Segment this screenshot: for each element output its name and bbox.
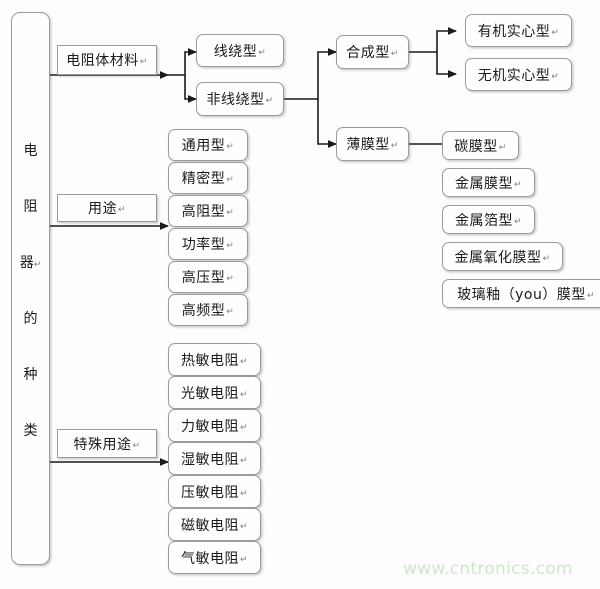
node-thermistor-label: 热敏电阻 (180, 352, 239, 369)
node-gas-sensitive-resistor-label: 气敏电阻 (180, 550, 239, 567)
node-metal-film-type-mark: ↵ (513, 179, 523, 190)
node-high-resistance-type-mark: ↵ (226, 208, 235, 218)
node-film-type-mark: ↵ (390, 141, 399, 151)
root-char-5: 类 (23, 422, 38, 439)
node-wound-type[interactable]: 线绕型↵ (196, 34, 284, 67)
node-non-wound-type[interactable]: 非线绕型↵ (196, 82, 284, 116)
node-varistor-mark: ↵ (239, 488, 249, 499)
node-high-frequency-type-label: 高频型 (181, 303, 226, 319)
node-synthetic-type-label: 合成型 (346, 45, 390, 61)
criterion-material-mark: ↵ (139, 57, 148, 67)
root-char-1: 阻 (23, 198, 38, 215)
node-magneto-resistor-label: 磁敏电阻 (180, 517, 239, 534)
node-glass-glaze-film-type[interactable]: 玻璃釉（you）膜型↵ (442, 279, 600, 308)
criterion-special-usage[interactable]: 特殊用途↵ (57, 429, 157, 458)
node-metal-foil-type[interactable]: 金属箔型↵ (442, 205, 535, 234)
node-power-type-label: 功率型 (181, 237, 226, 253)
node-varistor[interactable]: 压敏电阻↵ (168, 475, 261, 508)
node-metal-film-type[interactable]: 金属膜型↵ (442, 168, 535, 197)
node-synthetic-type[interactable]: 合成型↵ (336, 35, 409, 69)
node-humidity-sensitive-resistor[interactable]: 湿敏电阻↵ (168, 442, 261, 475)
root-char-3: 的 (23, 310, 38, 327)
node-metal-film-type-label: 金属膜型 (454, 175, 513, 192)
node-wound-type-label: 线绕型 (213, 43, 258, 60)
root-node-resistor-types[interactable]: 电 阻 器↵ 的 种 类 (11, 12, 50, 565)
node-film-type[interactable]: 薄膜型↵ (336, 127, 409, 161)
criterion-special-usage-label: 特殊用途 (73, 436, 132, 453)
node-glass-glaze-film-type-mark: ↵ (586, 290, 595, 301)
node-glass-glaze-film-type-label: 玻璃釉（you）膜型 (457, 286, 586, 303)
node-high-voltage-type-label: 高压型 (181, 270, 226, 286)
node-high-voltage-type[interactable]: 高压型↵ (168, 261, 248, 293)
node-inorganic-solid-type-label: 无机实心型 (477, 67, 551, 84)
node-high-frequency-type-mark: ↵ (226, 307, 235, 317)
criterion-usage-label: 用途 (87, 201, 117, 217)
node-varistor-label: 压敏电阻 (180, 484, 239, 501)
node-non-wound-type-mark: ↵ (265, 96, 274, 106)
node-high-resistance-type[interactable]: 高阻型↵ (168, 195, 248, 227)
node-film-type-label: 薄膜型 (346, 137, 390, 153)
node-photoresistor-label: 光敏电阻 (180, 385, 239, 402)
node-power-type-mark: ↵ (226, 241, 235, 251)
node-organic-solid-type-mark: ↵ (551, 27, 560, 38)
criterion-material-label: 电阻体材料 (66, 53, 139, 69)
node-organic-solid-type[interactable]: 有机实心型↵ (465, 14, 572, 47)
node-high-resistance-type-label: 高阻型 (181, 204, 226, 220)
node-metal-oxide-film-type[interactable]: 金属氧化膜型↵ (442, 242, 563, 271)
node-synthetic-type-mark: ↵ (390, 49, 399, 59)
root-char-2: 器↵ (19, 254, 42, 271)
node-photoresistor[interactable]: 光敏电阻↵ (168, 376, 261, 409)
node-precision-type[interactable]: 精密型↵ (168, 162, 248, 194)
watermark-text: www.cntronics.com (403, 559, 573, 579)
node-metal-foil-type-label: 金属箔型 (454, 212, 513, 229)
node-carbon-film-type-mark: ↵ (498, 142, 507, 153)
node-metal-oxide-film-type-label: 金属氧化膜型 (454, 249, 542, 266)
node-inorganic-solid-type[interactable]: 无机实心型↵ (465, 58, 572, 91)
node-general-purpose-type-mark: ↵ (226, 142, 235, 152)
node-humidity-sensitive-resistor-mark: ↵ (239, 455, 249, 466)
node-non-wound-type-label: 非线绕型 (206, 92, 265, 108)
node-force-sensitive-resistor-mark: ↵ (239, 422, 249, 433)
node-general-purpose-type-label: 通用型 (181, 138, 226, 154)
node-inorganic-solid-type-mark: ↵ (551, 71, 560, 82)
criterion-special-usage-mark: ↵ (132, 440, 141, 451)
criterion-usage[interactable]: 用途↵ (57, 194, 157, 222)
node-gas-sensitive-resistor[interactable]: 气敏电阻↵ (168, 541, 261, 574)
node-general-purpose-type[interactable]: 通用型↵ (168, 129, 248, 161)
node-force-sensitive-resistor-label: 力敏电阻 (180, 418, 239, 435)
node-wound-type-mark: ↵ (258, 47, 267, 58)
node-force-sensitive-resistor[interactable]: 力敏电阻↵ (168, 409, 261, 442)
node-magneto-resistor[interactable]: 磁敏电阻↵ (168, 508, 261, 541)
node-thermistor-mark: ↵ (239, 356, 249, 367)
root-mark: ↵ (33, 259, 42, 270)
node-precision-type-label: 精密型 (181, 171, 226, 187)
node-thermistor[interactable]: 热敏电阻↵ (168, 343, 261, 376)
node-carbon-film-type[interactable]: 碳膜型↵ (442, 131, 519, 160)
node-metal-oxide-film-type-mark: ↵ (542, 253, 551, 264)
node-power-type[interactable]: 功率型↵ (168, 228, 248, 260)
node-metal-foil-type-mark: ↵ (513, 216, 523, 227)
node-high-frequency-type[interactable]: 高频型↵ (168, 294, 248, 326)
node-magneto-resistor-mark: ↵ (239, 521, 249, 532)
node-organic-solid-type-label: 有机实心型 (477, 23, 551, 40)
node-humidity-sensitive-resistor-label: 湿敏电阻 (180, 451, 239, 468)
node-high-voltage-type-mark: ↵ (226, 274, 235, 284)
node-photoresistor-mark: ↵ (239, 389, 249, 400)
node-carbon-film-type-label: 碳膜型 (454, 138, 498, 155)
root-char-0: 电 (23, 142, 38, 159)
criterion-material[interactable]: 电阻体材料↵ (57, 45, 157, 75)
node-gas-sensitive-resistor-mark: ↵ (239, 554, 249, 565)
root-char-4: 种 (23, 366, 38, 383)
criterion-usage-mark: ↵ (117, 205, 127, 215)
node-precision-type-mark: ↵ (226, 175, 235, 185)
